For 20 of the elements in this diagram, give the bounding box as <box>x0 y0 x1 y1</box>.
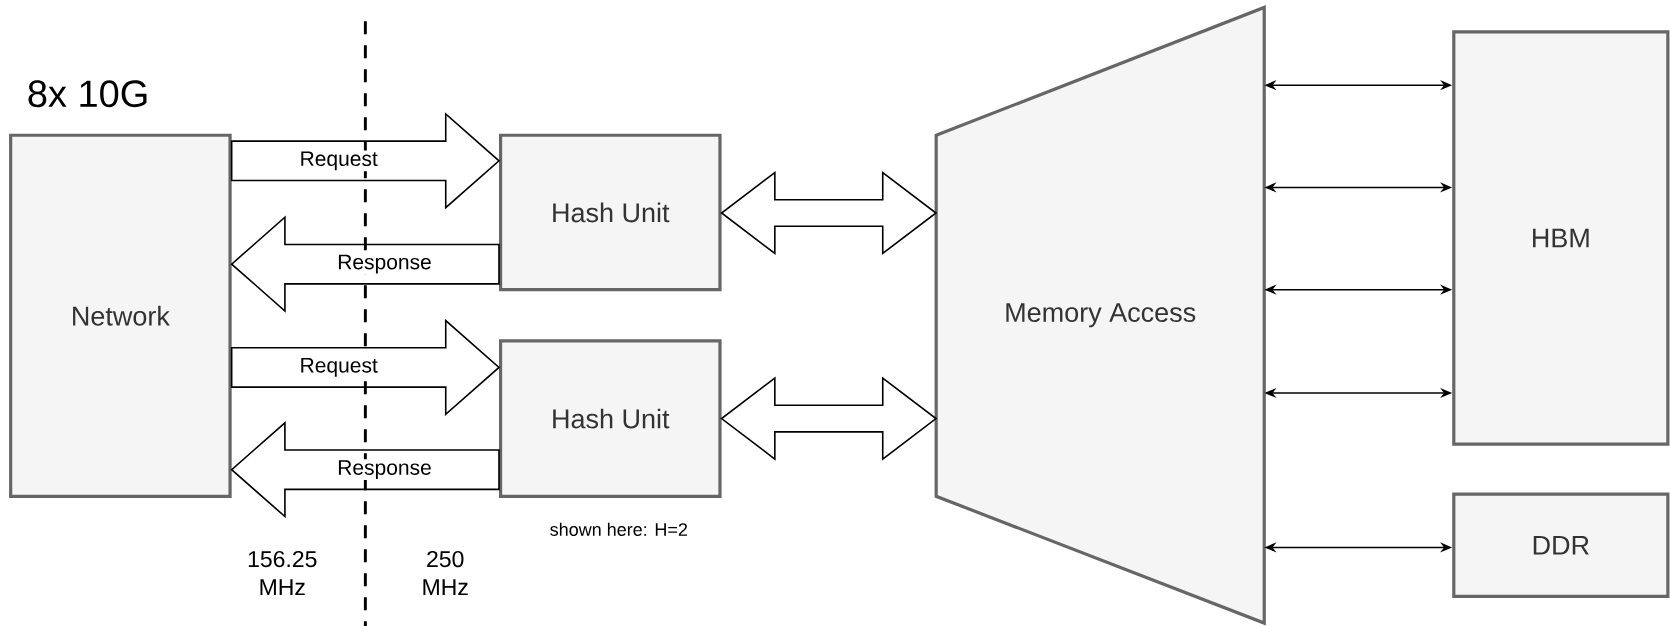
edge-label: Request <box>298 356 379 378</box>
block-arrow <box>230 112 501 210</box>
block-arrow <box>720 170 938 255</box>
edge-label: Response <box>336 253 433 275</box>
edge-label: Request <box>298 150 379 172</box>
block-arrow <box>230 420 500 519</box>
block-arrow <box>230 215 500 313</box>
block-box: HBM <box>1452 30 1670 446</box>
note-label: shown here: H=2 <box>550 522 687 536</box>
memory-access-block: Memory Access <box>934 5 1266 626</box>
block-arrow <box>230 318 501 416</box>
edge-label: Response <box>336 459 433 480</box>
block-box: Hash Unit <box>499 133 722 292</box>
note-label: 156.25 MHz <box>248 550 317 595</box>
note-label: 250 MHz <box>423 550 468 595</box>
heading-label: 8x 10G <box>28 80 147 108</box>
block-box: DDR <box>1452 492 1670 598</box>
block-arrow <box>720 376 938 461</box>
block-box: Network <box>9 133 232 498</box>
block-box: Hash Unit <box>499 339 722 498</box>
